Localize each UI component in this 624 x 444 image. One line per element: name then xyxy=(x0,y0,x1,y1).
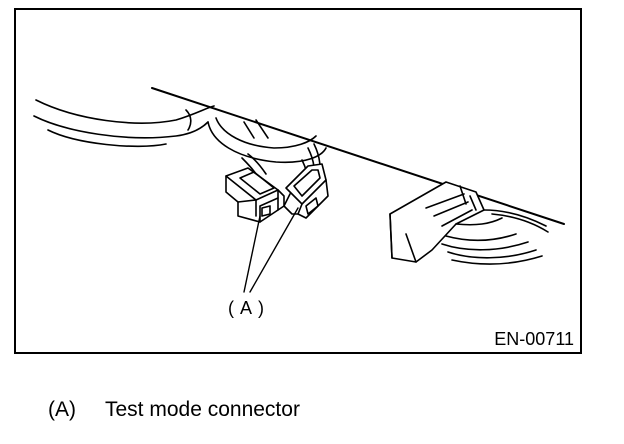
legend-item: (A) Test mode connector xyxy=(48,398,300,422)
legend-key: (A) xyxy=(48,398,76,421)
test-mode-connector-right xyxy=(283,163,329,219)
figure-id: EN-00711 xyxy=(494,329,574,349)
right-bracket-assembly xyxy=(389,181,549,265)
callout-label-a: ( A ) xyxy=(228,298,266,318)
figure-frame: ( A ) EN-00711 xyxy=(14,8,582,354)
legend-text: Test mode connector xyxy=(105,398,300,421)
panel-edge-line xyxy=(151,87,565,225)
test-mode-connector-left xyxy=(225,167,285,223)
callout-leader-right xyxy=(249,207,299,293)
left-duct xyxy=(35,99,215,124)
callout-leader-left xyxy=(243,215,261,293)
connector-illustration xyxy=(33,87,565,293)
